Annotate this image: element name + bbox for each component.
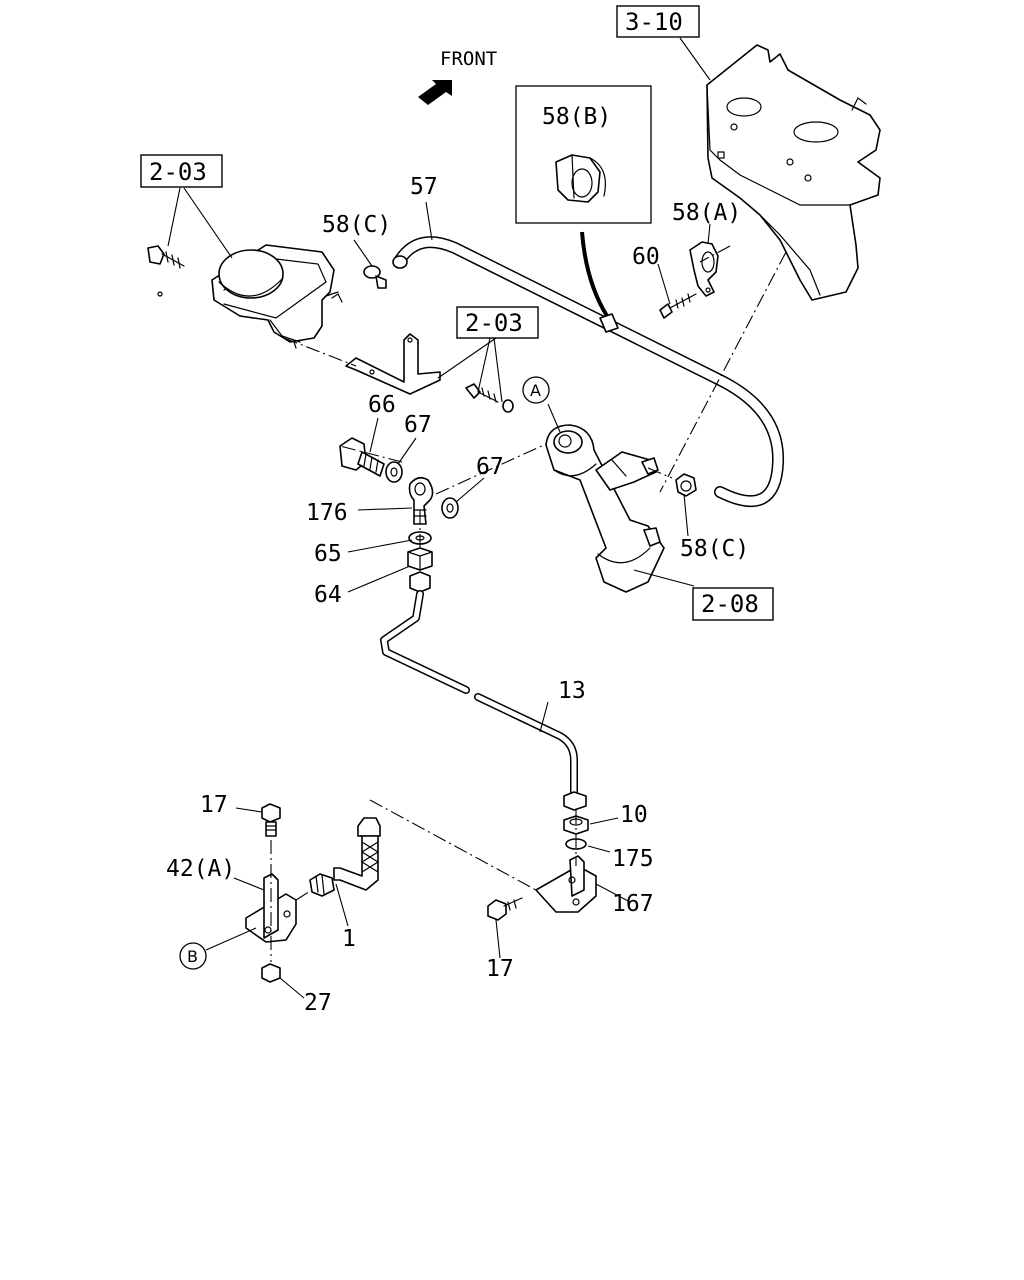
brake-pipe-13: [380, 571, 587, 811]
inset-clip-detail: [515, 85, 652, 224]
callout-b: B: [179, 942, 207, 970]
label-58a: 58(A): [672, 200, 741, 226]
inset-label: 58(B): [542, 104, 611, 130]
svg-text:3-10: 3-10: [625, 8, 683, 36]
bolt-17-upper-icon: [261, 803, 281, 837]
ref-box-2-03-reservoir[interactable]: 2-03: [140, 154, 223, 188]
label-67-left: 67: [404, 412, 432, 438]
svg-text:2-03: 2-03: [465, 309, 523, 337]
clip-58a-icon: [689, 241, 719, 297]
label-42a: 42(A): [166, 856, 235, 882]
leader-lines: [167, 37, 711, 999]
frame-bracket: [706, 44, 881, 301]
label-176: 176: [306, 500, 348, 526]
label-57: 57: [410, 174, 438, 200]
clip-58b-icon: [555, 154, 606, 203]
ref-box-2-03-cylinder[interactable]: 2-03: [456, 306, 539, 339]
front-label: FRONT: [440, 48, 497, 70]
bracket-167: [535, 855, 597, 913]
label-65: 65: [314, 541, 342, 567]
label-17-upper: 17: [200, 792, 228, 818]
hose-57: [392, 236, 785, 507]
label-17-lower: 17: [486, 956, 514, 982]
washer-67-left: [385, 461, 403, 483]
screw-60-icon: [659, 293, 697, 319]
label-27: 27: [304, 990, 332, 1016]
clutch-master-cylinder: [545, 424, 665, 593]
label-167: 167: [612, 891, 654, 917]
label-13: 13: [558, 678, 586, 704]
label-58c-top: 58(C): [322, 212, 391, 238]
front-arrow-icon: [418, 80, 452, 105]
hose-clamp-58c-middle-icon: [675, 473, 697, 497]
reservoir-outlet-nipple: [331, 293, 343, 303]
label-66: 66: [368, 392, 396, 418]
svg-text:2-03: 2-03: [149, 158, 207, 186]
nut-27-icon: [261, 963, 281, 983]
banjo-fitting-176-icon: [408, 476, 434, 525]
label-60: 60: [632, 244, 660, 270]
washer-67-right: [441, 497, 459, 519]
bolt-17-lower-icon: [487, 897, 523, 921]
ref-box-3-10[interactable]: 3-10: [616, 5, 700, 38]
label-58c-middle: 58(C): [680, 536, 749, 562]
hose-clamp-58c-upper-icon: [363, 265, 387, 289]
label-1: 1: [342, 926, 356, 952]
label-175: 175: [612, 846, 654, 872]
flexible-hose-1: [309, 817, 381, 897]
cylinder-mount-bolt: [465, 383, 499, 403]
reservoir-washer: [157, 291, 163, 297]
reservoir-bracket: [345, 333, 441, 395]
svg-text:2-08: 2-08: [701, 590, 759, 618]
callout-a: A: [522, 376, 550, 404]
reservoir-bolt: [147, 245, 185, 269]
fluid-reservoir: [211, 244, 339, 349]
union-bolt-66-icon: [339, 437, 385, 477]
ref-box-2-08[interactable]: 2-08: [692, 587, 774, 621]
svg-text:A: A: [530, 381, 541, 400]
label-64: 64: [314, 582, 342, 608]
label-67-right: 67: [476, 454, 504, 480]
svg-text:B: B: [187, 947, 198, 966]
nut-64-icon: [407, 547, 433, 571]
inset-leader: [580, 231, 609, 318]
alignment-lines: [270, 245, 787, 962]
cylinder-mount-washer: [502, 399, 514, 413]
label-10: 10: [620, 802, 648, 828]
